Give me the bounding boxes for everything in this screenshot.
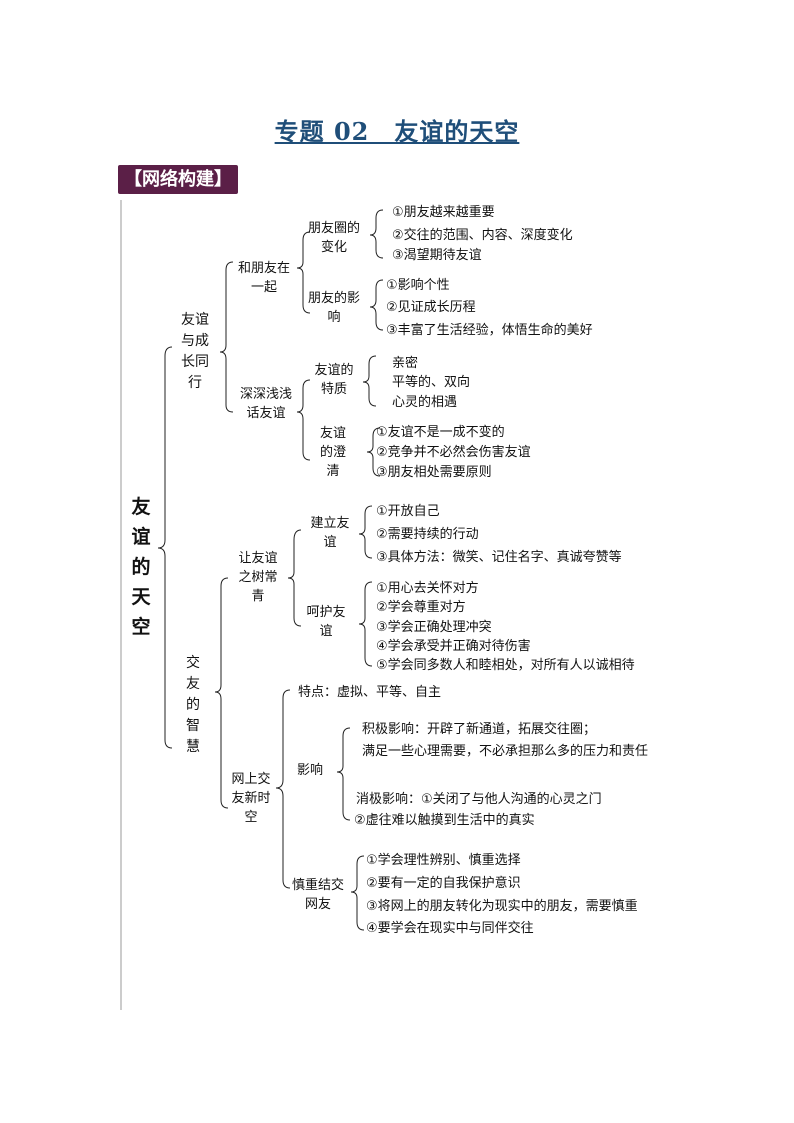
branch2-label: 交友的智慧 <box>186 655 200 755</box>
list-item: ②学会尊重对方 <box>376 600 466 615</box>
list-item: ①朋友越来越重要 <box>392 205 495 220</box>
root-node: 友谊的天空 <box>131 496 151 638</box>
group-label: 朋友圈的变化 <box>308 221 361 255</box>
list-item: ③朋友相处需要原则 <box>376 465 492 480</box>
list-item: ④学会承受并正确对待伤害 <box>376 639 531 654</box>
list-item: ②交往的范围、内容、深度变化 <box>392 228 573 243</box>
list-item: ③具体方法：微笑、记住名字、真诚夸赞等 <box>376 550 622 565</box>
branch1-sub1-label: 和朋友在一起 <box>238 261 291 295</box>
list-item: ①影响个性 <box>386 278 450 293</box>
list-item: ②要有一定的自我保护意识 <box>366 876 521 891</box>
list-item: ②需要持续的行动 <box>376 527 479 542</box>
influence-label: 影响 <box>297 763 324 778</box>
negative-influence: 消极影响：①关闭了与他人沟通的心灵之门 <box>356 792 602 807</box>
group-label: 呵护友谊 <box>306 605 346 639</box>
list-item: ①开放自己 <box>376 504 440 519</box>
list-item: ①友谊不是一成不变的 <box>376 425 505 440</box>
group-label: 友谊的澄清 <box>319 426 346 479</box>
list-item: 平等的、双向 <box>392 375 471 390</box>
positive-influence: 满足一些心理需要，不必承担那么多的压力和责任 <box>362 744 649 759</box>
group-label: 友谊的特质 <box>314 363 354 397</box>
list-item: ③丰富了生活经验，体悟生命的美好 <box>386 323 593 338</box>
branch2-sub2-label: 网上交友新时空 <box>231 772 271 825</box>
list-item: ③学会正确处理冲突 <box>376 620 492 635</box>
list-item: ③渴望期待友谊 <box>392 248 482 263</box>
branch1-sub2-label: 深深浅浅话友谊 <box>240 387 293 421</box>
list-item: 心灵的相遇 <box>392 395 458 410</box>
list-item: ④要学会在现实中与同伴交往 <box>366 921 534 936</box>
list-item: ②竞争并不必然会伤害友谊 <box>376 445 531 460</box>
right-edge-clip: ①用心去关怀对方 ②学会尊重对方 ③学会正确处理冲突 ④学会承受并正确对待伤害 … <box>297 581 649 936</box>
list-item: ③将网上的朋友转化为现实中的朋友，需要慎重 <box>366 899 638 914</box>
branch1-label: 友谊与成长同行 <box>181 312 209 391</box>
negative-influence: ②虚往难以触摸到生活中的真实 <box>354 813 535 828</box>
group-label: 慎重结交网友 <box>291 878 344 912</box>
list-item: ①学会理性辨别、慎重选择 <box>366 853 521 868</box>
feature-text: 特点：虚拟、平等、自主 <box>298 685 442 700</box>
positive-influence: 积极影响：开辟了新通道，拓展交往圈； <box>362 722 597 737</box>
section-badge: 【网络构建】 <box>118 165 238 194</box>
list-item: ⑤学会同多数人和睦相处，对所有人以诚相待 <box>376 658 635 673</box>
list-item: ①用心去关怀对方 <box>376 581 479 596</box>
branch2-sub1-label: 让友谊之树常青 <box>238 551 278 604</box>
group-label: 朋友的影响 <box>308 291 361 325</box>
list-item: 亲密 <box>392 356 419 371</box>
list-item: ②见证成长历程 <box>386 300 476 315</box>
group-label: 建立友谊 <box>310 516 350 550</box>
page-title: 专题 02 友谊的天空 <box>274 117 520 146</box>
